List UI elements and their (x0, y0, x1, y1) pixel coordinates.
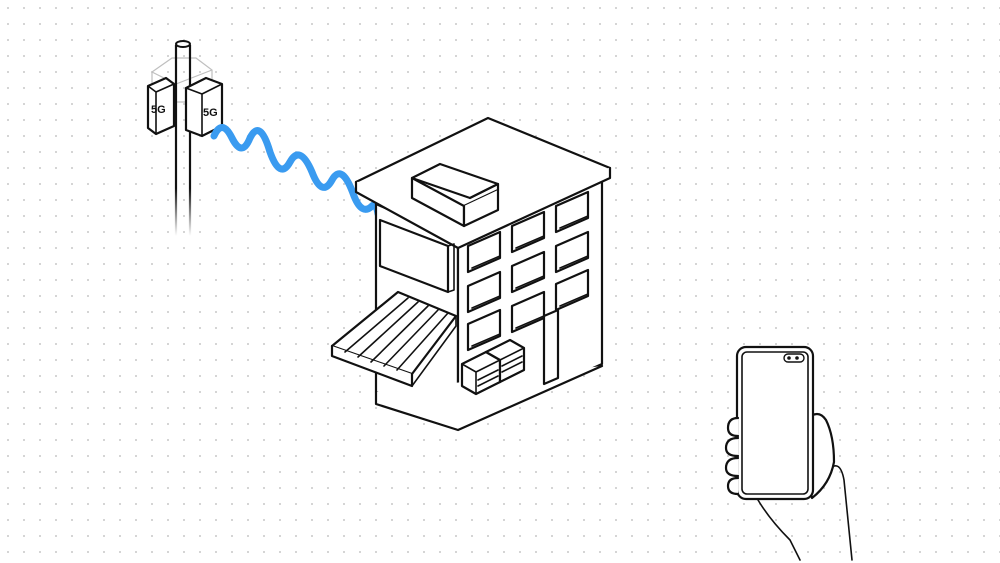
smartphone-icon (735, 345, 815, 501)
fingers (724, 416, 740, 496)
windows (466, 190, 590, 352)
doorway (542, 308, 560, 386)
awning (330, 290, 458, 388)
utility-boxes (460, 338, 526, 396)
cell-tower-icon: 5G 5G (146, 40, 224, 236)
antenna-right: 5G (184, 76, 224, 138)
billboard (378, 218, 455, 294)
antenna-right-label: 5G (203, 107, 218, 119)
antenna-left: 5G (146, 76, 176, 136)
antenna-left-label: 5G (151, 104, 166, 116)
building-icon (330, 116, 612, 432)
rooftop-unit (410, 162, 500, 228)
front-camera (783, 353, 805, 363)
signal-wave-icon (210, 124, 382, 218)
